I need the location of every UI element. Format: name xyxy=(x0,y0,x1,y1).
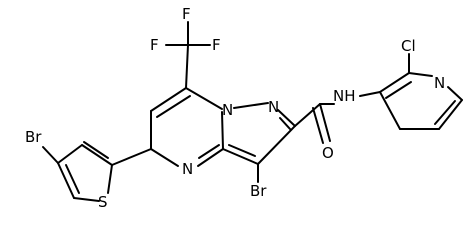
bond-c5-n4 xyxy=(150,148,179,167)
bond-py-c6-c5-double xyxy=(434,100,456,125)
bond-c3-c3a xyxy=(222,148,259,165)
atom-n-pyrimidine: N xyxy=(182,160,193,178)
bond-n1-c2 xyxy=(277,109,296,127)
atom-o: O xyxy=(322,144,334,162)
bond-carbonyl-o xyxy=(319,103,331,142)
bond-py-c3-c2-double xyxy=(385,81,412,99)
bond-c2-carbonyl xyxy=(294,103,321,127)
atom-n-pyrazole: N xyxy=(268,98,279,116)
bond-py-c4-c3 xyxy=(379,91,401,130)
bond-c7-c6-double xyxy=(156,95,191,118)
bond-py-c2-n xyxy=(408,72,433,77)
bond-nh-pyridine xyxy=(359,91,381,97)
bond-th-c5-s xyxy=(73,197,100,202)
bond-th-c2-s xyxy=(107,164,113,194)
bond-c2-c3 xyxy=(257,125,296,165)
bond-c3-c3a-double xyxy=(228,144,256,157)
bond-py-c3-c2 xyxy=(379,72,410,93)
bond-th-c3-c4 xyxy=(57,144,83,164)
atom-br-core: Br xyxy=(250,182,267,200)
bond-th-c4-c5-double xyxy=(65,164,80,194)
atom-f2: F xyxy=(212,36,221,54)
atom-f3: F xyxy=(182,5,191,23)
atom-cl: Cl xyxy=(401,37,416,55)
amide-group xyxy=(294,91,381,144)
bond-th-c2-c3 xyxy=(81,144,113,166)
bond-carbonyl-o-double xyxy=(312,107,324,144)
atom-s: S xyxy=(98,193,108,211)
bond-th-c4-c5 xyxy=(57,162,75,199)
bond-c7-n8 xyxy=(185,87,223,110)
thiophene-ring xyxy=(42,141,152,202)
bond-c3a-n8 xyxy=(221,111,224,150)
bond-c-cf3 xyxy=(185,44,189,89)
atom-f1: F xyxy=(150,36,159,54)
bond-n4-c3a xyxy=(197,148,224,167)
bond-th-c4-br xyxy=(42,146,59,164)
pyrimidine-ring xyxy=(150,87,224,167)
molecule-diagram: F F F N N N Br Br S NH O Cl N xyxy=(25,5,463,211)
cf3-group xyxy=(165,21,211,89)
atom-n-pyridine: N xyxy=(434,74,445,92)
pyridine-ring xyxy=(379,53,463,130)
bond-py-n-c6 xyxy=(447,86,463,101)
bond-n1-c2-double xyxy=(279,117,291,130)
bond-pyrimidine-thiophene xyxy=(111,148,152,166)
atom-labels: F F F N N N Br Br S NH O Cl N xyxy=(25,5,445,211)
atom-br-thiophene: Br xyxy=(25,128,42,146)
bond-n4-c3a-double xyxy=(198,144,220,159)
atom-n-bridge: N xyxy=(222,101,233,119)
pyrazole-ring xyxy=(222,102,296,165)
atom-nh: NH xyxy=(333,87,356,105)
bond-th-c2-c3-double xyxy=(83,141,109,159)
structure-drawing: F F F N N N Br Br S NH O Cl N xyxy=(25,5,463,211)
bond-py-c6-c5 xyxy=(438,99,463,130)
bond-n8-n1 xyxy=(233,102,269,109)
bond-c7-c6 xyxy=(150,87,187,112)
